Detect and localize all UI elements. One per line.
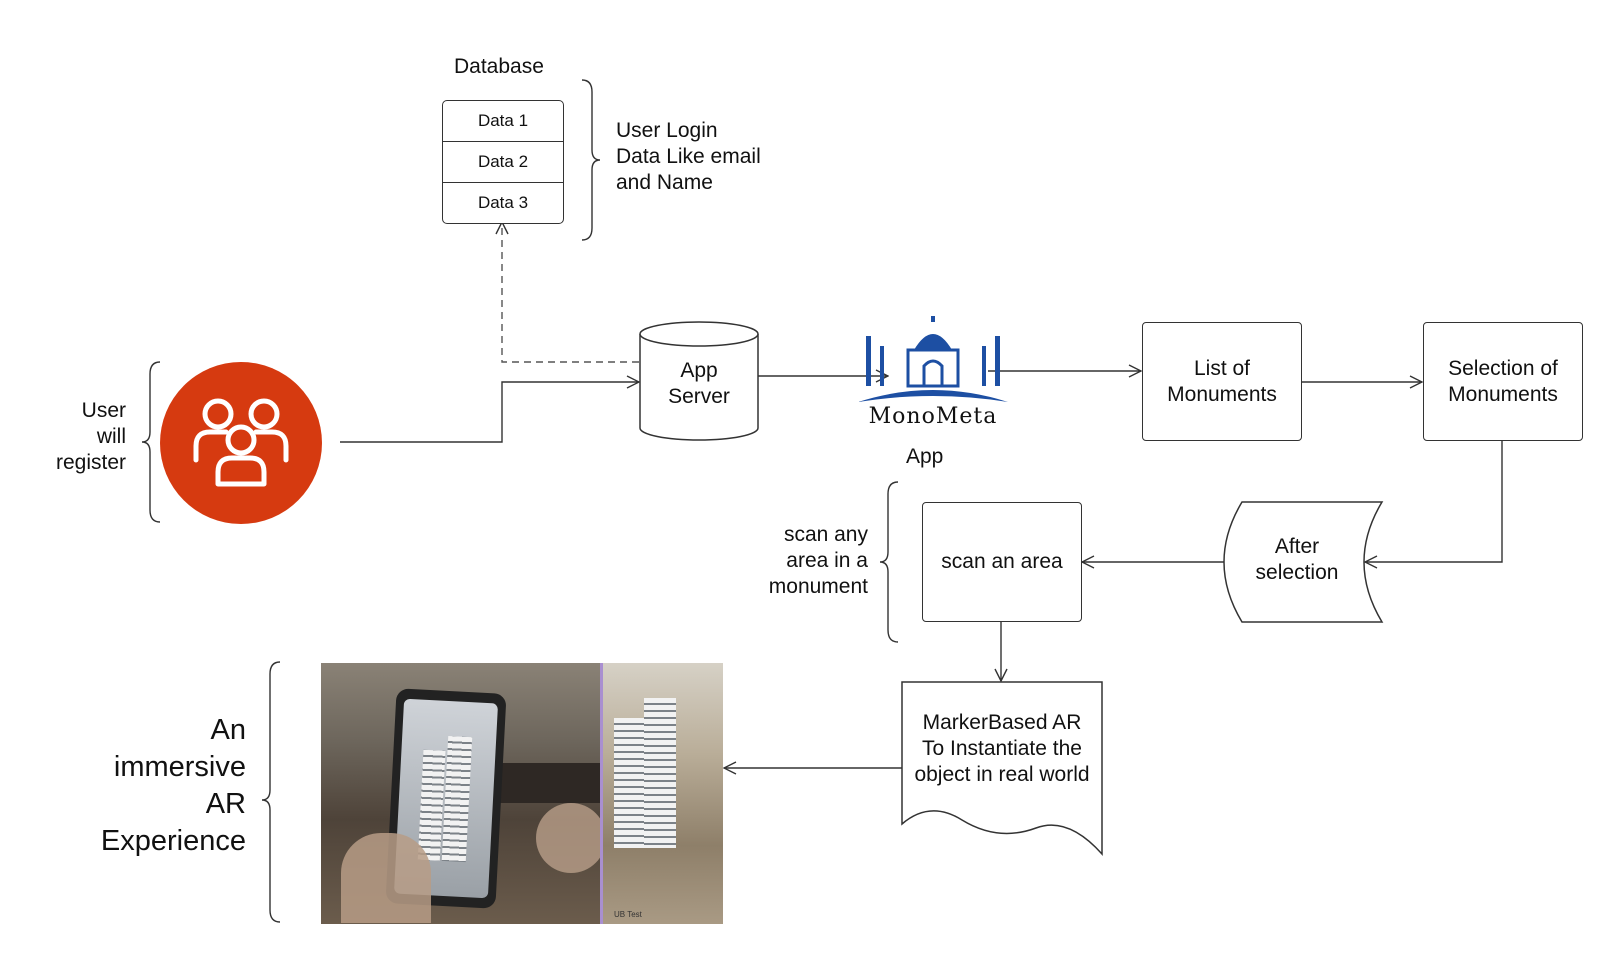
database-title: Database — [454, 55, 544, 78]
users-group-icon — [193, 398, 289, 487]
scan-area-note: scan any area in a monument — [768, 523, 868, 598]
user-avatar-circle[interactable] — [160, 362, 322, 524]
scan-area-box: scan an area — [922, 502, 1082, 622]
app-logo — [858, 314, 1008, 426]
app-server-cylinder — [639, 321, 759, 441]
marker-ar-shape — [901, 681, 1103, 856]
photo-hand — [536, 803, 606, 873]
after-selection-label: After selection — [1255, 535, 1339, 584]
database-note: User Login Data Like email and Name — [616, 119, 761, 194]
after-selection-shape — [1223, 501, 1384, 623]
photo-right-panel — [602, 663, 723, 924]
app-caption: App — [906, 445, 944, 468]
database-table: Data 1 Data 2 Data 3 — [442, 100, 564, 224]
ar-bracket — [261, 661, 281, 923]
connector-selection-after — [1365, 441, 1503, 562]
database-row: Data 3 — [477, 193, 529, 212]
database-row: Data 1 — [443, 101, 563, 142]
photo-hand — [341, 833, 431, 923]
database-bracket — [581, 79, 601, 241]
marker-ar-label: MarkerBased AR To Instantiate the object… — [914, 711, 1090, 786]
list-of-monuments-box: List of Monuments — [1142, 322, 1302, 441]
connector-server-database — [502, 222, 639, 363]
ar-demo-photo: UB Test — [321, 663, 723, 924]
scan-bracket — [879, 481, 899, 643]
user-bracket — [141, 361, 161, 523]
app-server-label: App Server — [668, 359, 730, 408]
database-row: Data 2 — [443, 142, 563, 183]
ar-experience-label: An immersive AR Experience — [100, 714, 246, 857]
photo-caption: UB Test — [614, 910, 642, 919]
selection-of-monuments-box: Selection of Monuments — [1423, 322, 1583, 441]
user-note: User will register — [55, 399, 126, 474]
app-logo-text: MonoMeta — [868, 404, 998, 429]
connector-user-server — [340, 382, 639, 443]
taj-mahal-icon — [858, 314, 1008, 402]
